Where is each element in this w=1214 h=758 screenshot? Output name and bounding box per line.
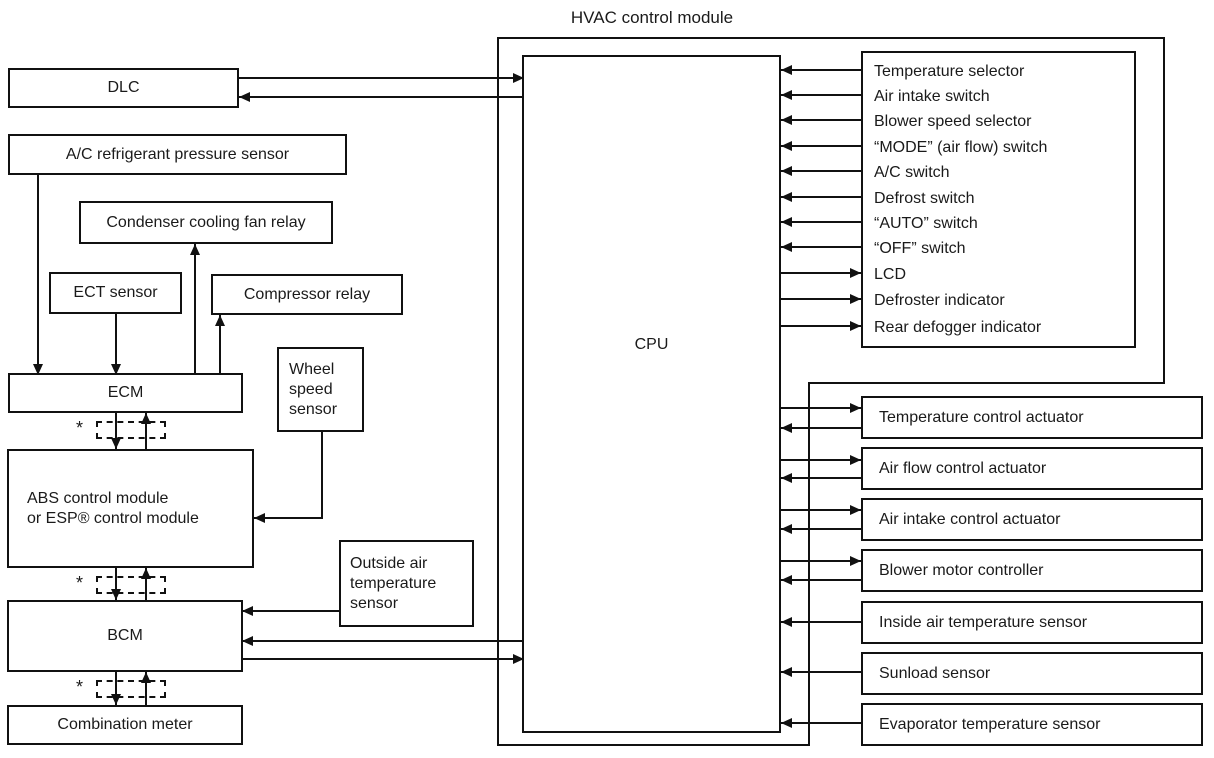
arrow-cpu-to-air-flow-actuator: [781, 455, 861, 465]
compressor-relay-box: Compressor relay: [211, 274, 403, 315]
arrow-mode-switch-to-cpu: [781, 141, 861, 151]
panel-row-temperature-selector: Temperature selector: [874, 63, 1025, 80]
arrow-ecm-to-abs: [111, 413, 121, 449]
dlc-box: DLC: [8, 68, 239, 108]
air-flow-control-actuator-box: Air flow control actuator: [861, 447, 1203, 490]
arrow-cpu-to-blower-motor-controller: [781, 556, 861, 566]
arrow-dlc-to-cpu: [239, 73, 524, 83]
inside-air-temperature-sensor-box: Inside air temperature sensor: [861, 601, 1203, 644]
arrow-defrost-switch-to-cpu: [781, 192, 861, 202]
evaporator-temperature-sensor-box: Evaporator temperature sensor: [861, 703, 1203, 746]
hvac-outline-top: [497, 37, 1165, 39]
arrow-ac-switch-to-cpu: [781, 166, 861, 176]
can-dashed-box-1: [96, 421, 166, 439]
hvac-outline-bottom: [497, 744, 810, 746]
arrow-cpu-to-lcd: [781, 268, 861, 278]
can-note-asterisk-1: *: [76, 418, 84, 438]
arrow-cpu-to-rear-defogger-indicator: [781, 321, 861, 331]
ecm-box: ECM: [8, 373, 243, 413]
condenser-cooling-fan-relay-box: Condenser cooling fan relay: [79, 201, 333, 244]
arrow-bcm-to-cpu: [242, 654, 524, 664]
panel-row-blower-speed-selector: Blower speed selector: [874, 113, 1032, 130]
can-dashed-box-2: [96, 576, 166, 594]
panel-row-auto-switch: “AUTO” switch: [874, 215, 978, 232]
combination-meter-box: Combination meter: [7, 705, 243, 745]
arrow-evaporator-sensor-to-cpu: [781, 718, 861, 728]
arrow-inside-air-sensor-to-cpu: [781, 617, 861, 627]
panel-row-off-switch: “OFF” switch: [874, 240, 966, 257]
cpu-label: CPU: [634, 336, 669, 353]
panel-row-air-intake-switch: Air intake switch: [874, 88, 990, 105]
arrow-sunload-sensor-to-cpu: [781, 667, 861, 677]
arrow-ect-sensor-to-ecm: [111, 314, 121, 375]
arrow-cpu-to-defroster-indicator: [781, 294, 861, 304]
arrow-ecm-to-compressor-relay: [215, 315, 225, 375]
arrow-wheel-speed-sensor-to-abs: [254, 513, 323, 523]
arrow-air-flow-actuator-to-cpu: [781, 473, 861, 483]
abs-esp-control-module-box: ABS control module or ESP® control modul…: [7, 449, 254, 568]
arrow-temperature-actuator-to-cpu: [781, 423, 861, 433]
arrow-cpu-to-air-intake-actuator: [781, 505, 861, 515]
arrow-ac-pressure-sensor-to-ecm: [33, 175, 43, 375]
hvac-outline-right: [1163, 37, 1165, 384]
panel-row-lcd: LCD: [874, 266, 907, 283]
arrow-cpu-to-temperature-actuator: [781, 403, 861, 413]
diagram-title: HVAC control module: [570, 8, 734, 27]
temperature-control-actuator-box: Temperature control actuator: [861, 396, 1203, 439]
arrow-bcm-to-combination-meter: [111, 672, 121, 705]
arrow-abs-to-ecm: [141, 413, 151, 449]
panel-row-ac-switch: A/C switch: [874, 164, 950, 181]
can-note-asterisk-2: *: [76, 573, 84, 593]
arrow-auto-switch-to-cpu: [781, 217, 861, 227]
arrow-outside-air-sensor-to-bcm: [242, 606, 341, 616]
arrow-combination-meter-to-bcm: [141, 672, 151, 705]
arrow-off-switch-to-cpu: [781, 242, 861, 252]
panel-row-defrost-switch: Defrost switch: [874, 190, 975, 207]
line-wheel-speed-sensor-down: [321, 432, 323, 519]
arrow-cpu-to-dlc: [239, 92, 524, 102]
air-intake-control-actuator-box: Air intake control actuator: [861, 498, 1203, 541]
ac-refrigerant-pressure-sensor-box: A/C refrigerant pressure sensor: [8, 134, 347, 175]
blower-motor-controller-box: Blower motor controller: [861, 549, 1203, 592]
arrow-blower-speed-selector-to-cpu: [781, 115, 861, 125]
ect-sensor-box: ECT sensor: [49, 272, 182, 314]
sunload-sensor-box: Sunload sensor: [861, 652, 1203, 695]
arrow-air-intake-switch-to-cpu: [781, 90, 861, 100]
bcm-box: BCM: [7, 600, 243, 672]
arrow-temperature-selector-to-cpu: [781, 65, 861, 75]
arrow-air-intake-actuator-to-cpu: [781, 524, 861, 534]
hvac-outline-left: [497, 37, 499, 746]
arrow-blower-motor-controller-to-cpu: [781, 575, 861, 585]
arrow-bcm-to-abs: [141, 568, 151, 600]
can-note-asterisk-3: *: [76, 677, 84, 697]
hvac-outline-notch-right: [808, 382, 810, 746]
arrow-cpu-to-bcm: [242, 636, 524, 646]
can-dashed-box-3: [96, 680, 166, 698]
cpu-box: CPU: [522, 55, 781, 733]
panel-row-rear-defogger-indicator: Rear defogger indicator: [874, 319, 1042, 336]
control-panel-box: Temperature selector Air intake switch B…: [861, 51, 1136, 348]
arrow-abs-to-bcm: [111, 568, 121, 600]
wheel-speed-sensor-box: Wheel speed sensor: [277, 347, 364, 432]
arrow-ecm-to-condenser-fan-relay: [190, 244, 200, 375]
panel-row-defroster-indicator: Defroster indicator: [874, 292, 1005, 309]
outside-air-temperature-sensor-box: Outside air temperature sensor: [339, 540, 474, 627]
hvac-outline-notch-bottom: [808, 382, 1165, 384]
panel-row-mode-switch: “MODE” (air flow) switch: [874, 139, 1048, 156]
